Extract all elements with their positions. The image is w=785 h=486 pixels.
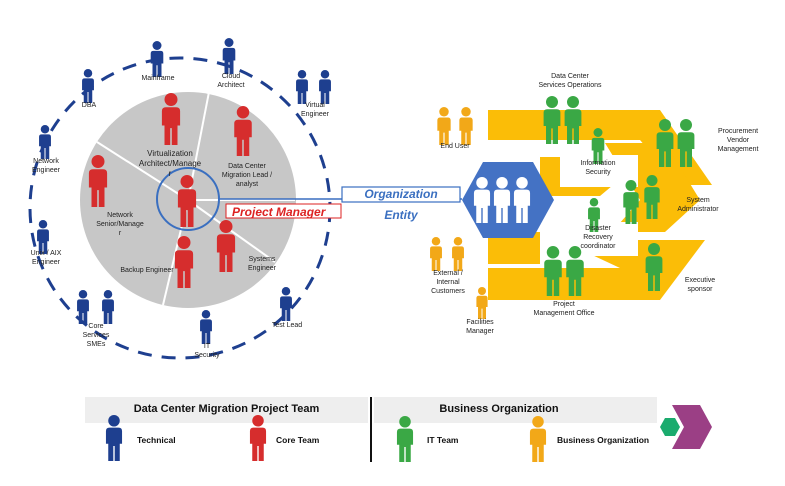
end-user-icon-1: [437, 107, 451, 145]
role-network-engineer: Network Engineer: [31, 158, 61, 174]
role-external-customers: External / Internal Customers: [431, 270, 465, 295]
role-it-security: IT Security: [194, 343, 220, 359]
external-customers-icon-2: [452, 237, 464, 271]
role-virtual-engineer: Virtual Engineer: [300, 102, 330, 118]
network-senior-icon: [88, 155, 108, 207]
role-dba: DBA: [81, 102, 97, 109]
org-member-icon-1: [473, 177, 491, 223]
core-services-icon-2: [102, 290, 114, 324]
role-pmo: Project Management Office: [533, 301, 595, 317]
role-dc-operations: Data Center Services Operations: [538, 73, 602, 89]
virtual-engineer-icon-2: [319, 70, 331, 104]
legend-core-team-icon: [249, 415, 267, 461]
role-mainframe: Mainframe: [141, 75, 175, 82]
network-engineer-icon: [39, 125, 51, 159]
backup-engineer-icon: [174, 236, 194, 288]
it-security-icon: [200, 310, 212, 344]
sys-admin-icon-1: [623, 180, 639, 224]
role-dc-migration-lead: Data Center Migration Lead / analyst: [221, 163, 273, 188]
legend-it-team-label: IT Team: [427, 435, 459, 445]
role-core-services: Core Services SMEs: [82, 323, 110, 348]
legend-business-title: Business Organization: [439, 403, 559, 415]
procurement-icon-2: [677, 119, 695, 167]
facilities-manager-icon: [476, 287, 488, 319]
role-information-security: Information Security: [580, 160, 616, 176]
organization-label: Organization: [364, 187, 438, 201]
role-facilities-manager: Facilities Manager: [466, 319, 494, 335]
dc-ops-icon-2: [564, 96, 582, 144]
role-executive-sponsor: Executive sponsor: [684, 277, 716, 293]
role-end-user: End User: [440, 143, 470, 150]
role-backup-engineer: Backup Engineer: [120, 267, 174, 274]
info-security-icon: [591, 128, 605, 164]
dc-migration-lead-icon: [234, 106, 252, 156]
dc-ops-icon-1: [543, 96, 561, 144]
legend-core-team-label: Core Team: [276, 435, 320, 445]
external-customers-icon-1: [430, 237, 442, 271]
core-services-icon-1: [77, 290, 89, 324]
cloud-architect-icon: [222, 38, 236, 74]
pmo-icon-2: [566, 246, 584, 296]
brand-logo: [660, 405, 712, 449]
role-cloud-architect: Cloud Architect: [217, 73, 245, 89]
org-member-icon-3: [513, 177, 531, 223]
role-virtualization-architect: Virtualization Architect/Manage r: [138, 149, 202, 178]
role-procurement: Procurement Vendor Management: [717, 128, 759, 153]
role-network-senior: Network Senior/Manage r: [96, 212, 144, 237]
role-test-lead: Test Lead: [271, 322, 303, 329]
sys-admin-icon-2: [644, 175, 660, 219]
project-manager-label: Project Manager: [232, 205, 326, 219]
entity-label: Entity: [384, 208, 418, 222]
project-manager-icon: [177, 175, 197, 227]
end-user-icon-2: [459, 107, 473, 145]
organization-label-box: [341, 186, 461, 203]
legend-technical-label: Technical: [137, 435, 176, 445]
mainframe-icon: [150, 41, 164, 77]
org-member-icon-2: [493, 177, 511, 223]
procurement-icon-1: [656, 119, 674, 167]
test-lead-icon: [280, 287, 292, 321]
legend-business-label: Business Organization: [557, 435, 650, 445]
systems-engineer-icon: [216, 220, 236, 272]
virtualization-architect-icon: [161, 93, 181, 145]
role-system-administrator: System Administrator: [677, 197, 719, 213]
dba-icon: [82, 69, 94, 103]
role-disaster-recovery: Disaster Recovery coordinator: [580, 225, 616, 250]
project-manager-label-box: [225, 203, 342, 219]
legend-it-team-icon: [396, 416, 414, 462]
legend-right-bar: [374, 397, 657, 423]
role-unix-aix: Unix / AIX Engineer: [30, 250, 62, 266]
executive-sponsor-icon: [645, 243, 663, 291]
legend-technical-icon: [105, 415, 123, 461]
unix-aix-icon: [37, 220, 49, 254]
pmo-icon-1: [544, 246, 562, 296]
virtual-engineer-icon-1: [296, 70, 308, 104]
legend-team-title: Data Center Migration Project Team: [133, 403, 320, 415]
people-layer: [37, 38, 695, 462]
legend-left-bar: [85, 397, 368, 423]
disaster-recovery-icon: [588, 198, 600, 232]
role-systems-engineer: Systems Engineer: [247, 256, 277, 272]
legend-business-icon: [529, 416, 547, 462]
